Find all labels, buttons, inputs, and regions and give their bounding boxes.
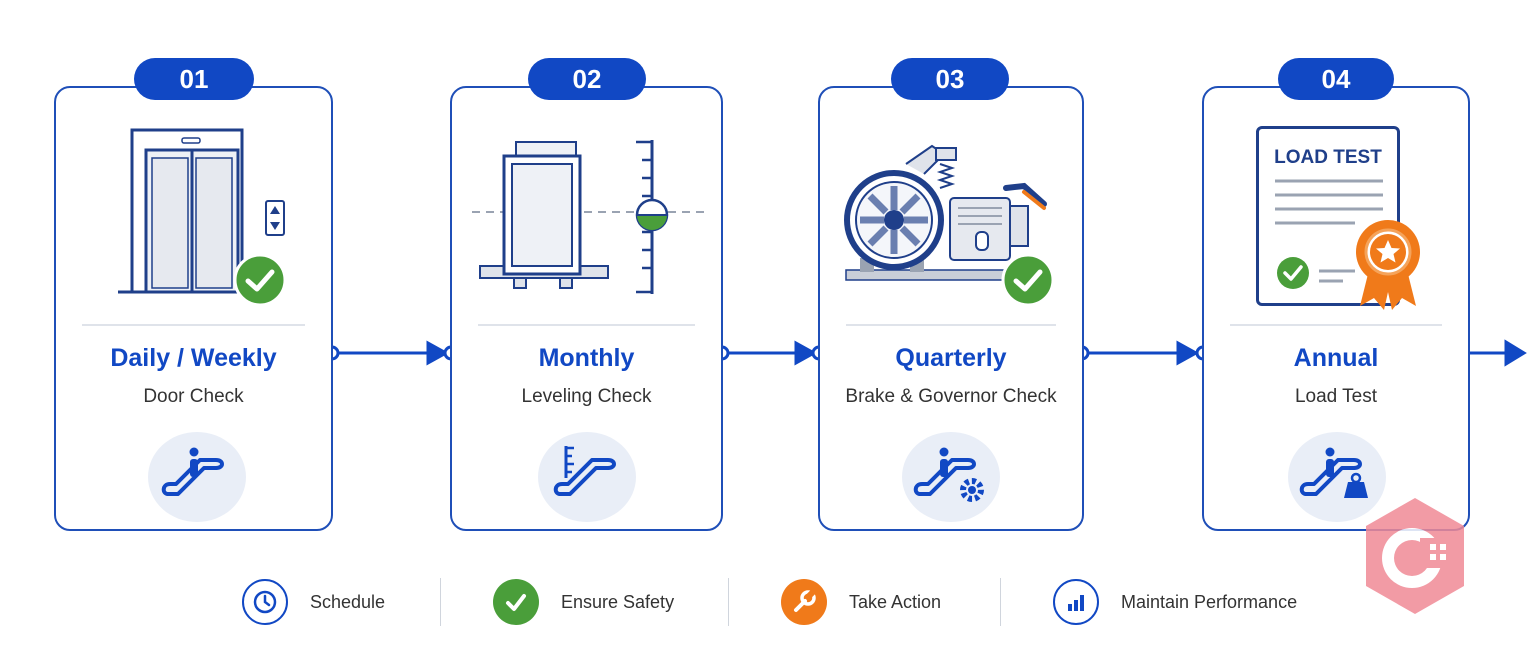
step-task: Door Check xyxy=(143,386,244,407)
wrench-icon xyxy=(781,579,827,625)
elevator-door-illustration xyxy=(118,128,285,294)
escalator-badge xyxy=(148,432,246,522)
check-icon xyxy=(1001,253,1055,307)
step-number-badge-4: 04 xyxy=(1278,58,1394,100)
check-icon xyxy=(493,579,539,625)
step-card-1: Daily / Weekly Door Check xyxy=(54,86,333,531)
legend-separator xyxy=(728,578,729,626)
arrow-2-3 xyxy=(714,340,827,366)
escalator-badge xyxy=(538,432,636,522)
legend-separator xyxy=(1000,578,1001,626)
clock-icon xyxy=(242,579,288,625)
legend-separator xyxy=(440,578,441,626)
step-number-badge-2: 02 xyxy=(528,58,646,100)
step-frequency: Quarterly xyxy=(895,344,1007,372)
step-number-badge-1: 01 xyxy=(134,58,254,100)
step-task: Load Test xyxy=(1294,386,1378,407)
escalator-ruler-icon xyxy=(553,446,616,496)
legend-item-maintain-performance: Maintain Performance xyxy=(1053,578,1297,626)
bar-chart-icon xyxy=(1053,579,1099,625)
arrow-3-4 xyxy=(1074,340,1211,366)
step-number-badge-3: 03 xyxy=(891,58,1009,100)
escalator-icon xyxy=(161,447,224,496)
step-frequency: Daily / Weekly xyxy=(110,344,277,372)
step-frequency: Monthly xyxy=(538,344,635,372)
brake-governor-illustration xyxy=(844,144,1047,281)
card-divider xyxy=(846,324,1056,326)
check-icon xyxy=(233,253,287,307)
step-card-3: Quarterly Brake & Governor Check xyxy=(818,86,1084,531)
legend-item-take-action: Take Action xyxy=(781,578,941,626)
legend-label: Take Action xyxy=(849,591,942,612)
arrow-out xyxy=(1470,339,1527,367)
arrow-1-2 xyxy=(324,340,459,366)
step-card-2: Monthly Leveling Check xyxy=(450,86,723,531)
escalator-badge xyxy=(902,432,1000,522)
certificate-title: LOAD TEST xyxy=(1274,147,1382,168)
escalator-weight-icon xyxy=(1299,447,1368,498)
certificate-lines xyxy=(1275,179,1383,289)
legend-item-schedule: Schedule xyxy=(242,578,385,626)
step-frequency: Annual xyxy=(1293,344,1379,372)
step-card-4: LOAD TEST Annual Load Test xyxy=(1202,86,1470,531)
escalator-gear-icon xyxy=(913,447,984,502)
award-ribbon-icon xyxy=(1356,220,1420,310)
step-task: Brake & Governor Check xyxy=(845,386,1057,407)
card-divider xyxy=(478,324,695,326)
legend-label: Ensure Safety xyxy=(561,591,675,612)
step-task: Leveling Check xyxy=(521,386,652,407)
legend-item-ensure-safety: Ensure Safety xyxy=(493,578,674,626)
leveling-illustration xyxy=(472,140,706,294)
legend-label: Maintain Performance xyxy=(1121,591,1298,612)
card-divider xyxy=(1230,324,1442,326)
card-divider xyxy=(82,324,305,326)
watermark-logo xyxy=(1366,498,1464,614)
legend-label: Schedule xyxy=(310,591,386,612)
escalator-badge xyxy=(1288,432,1386,522)
